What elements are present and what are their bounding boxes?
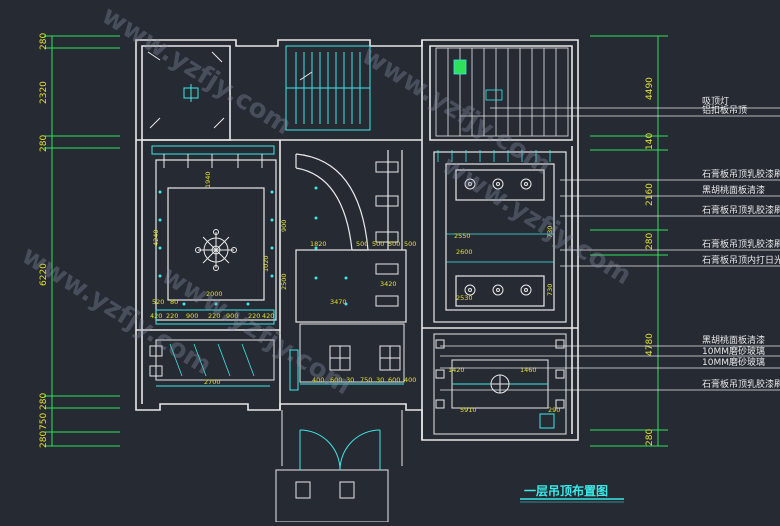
top-left-room [147, 51, 225, 129]
dim-400-a: 400 [312, 376, 324, 384]
dim-1420: 1420 [448, 366, 465, 374]
dining-light-icons [464, 178, 532, 296]
dim-1460: 1460 [520, 366, 537, 374]
dim-420-b: 420 [262, 312, 274, 320]
callout-labels: 吸顶灯 铝扣板吊顶 石膏板吊顶乳胶漆刷 黑胡桃面板清漆 石膏板吊顶乳胶漆刷 石膏… [702, 96, 780, 390]
dim-left-280-b: 280 [39, 135, 49, 152]
dim-4240: 4240 [152, 229, 160, 246]
hall-curved-ceiling [295, 150, 407, 323]
callout-leaders [440, 107, 780, 391]
dim-500-a: 500 [356, 240, 368, 248]
dim-1820: 1820 [310, 240, 327, 248]
ceiling-light-icon-2 [453, 59, 467, 75]
dim-30-a: 30 [346, 376, 354, 384]
right-dimension-labels: 4490 140 2160 280 4780 280 [645, 77, 655, 446]
dim-750: 750 [360, 376, 372, 384]
watermark-text-3: www.yzfjy.com [16, 240, 216, 381]
dim-left-750: 750 [39, 413, 49, 430]
dim-80: 80 [170, 298, 178, 306]
ceiling-light-icon-3 [485, 89, 503, 101]
callout-walnut-1: 黑胡桃面板清漆 [702, 184, 765, 196]
dim-400-b: 400 [404, 376, 416, 384]
right-dimension-chain [590, 35, 668, 447]
callout-gypsum-2: 石膏板吊顶乳胶漆刷 [702, 204, 780, 216]
dim-left-2320: 2320 [39, 81, 49, 104]
dim-left-6220: 6220 [39, 263, 49, 286]
plan-dimension-labels: 1940 4240 1020 2000 520 80 420 220 900 2… [150, 171, 560, 414]
dim-right-280-b: 280 [645, 429, 655, 446]
entrance-steps [275, 410, 403, 523]
dim-220-b: 220 [208, 312, 220, 320]
dim-500-c: 500 [388, 240, 400, 248]
chandelier-icon [195, 229, 237, 271]
outer-walls [135, 39, 579, 441]
living-room-ceiling [149, 145, 277, 387]
callout-gypsum-4: 石膏板吊顶乳胶漆刷 [702, 378, 780, 390]
callout-gypsum-3: 石膏板吊顶乳胶漆刷 [702, 238, 780, 250]
callout-frosted-glass-1: 10MM磨砂玻璃 [702, 345, 765, 357]
dim-2530: 2530 [456, 294, 473, 302]
dim-2550: 2550 [454, 232, 471, 240]
dim-520: 520 [152, 298, 164, 306]
dim-left-280-a: 280 [39, 33, 49, 50]
drawing-title-block: 一层吊顶布置图 [520, 483, 624, 503]
callout-gypsum-1: 石膏板吊顶乳胶漆刷 [702, 168, 780, 180]
dim-left-280-d: 280 [39, 431, 49, 448]
dim-900-b: 900 [226, 312, 238, 320]
callout-gypsum-light: 石膏板吊顶内打日光 [702, 254, 780, 266]
dim-220-a: 220 [166, 312, 178, 320]
dining-ceiling [433, 150, 567, 323]
dim-right-140: 140 [645, 133, 655, 150]
dim-500-b: 500 [372, 240, 384, 248]
dim-730-b: 730 [546, 284, 554, 296]
dim-420: 420 [150, 312, 162, 320]
callout-frosted-glass-2: 10MM磨砂玻璃 [702, 356, 765, 368]
dim-900-a: 900 [186, 312, 198, 320]
dim-1020: 1020 [262, 255, 270, 272]
dim-left-280-c: 280 [39, 393, 49, 410]
dim-1940: 1940 [204, 171, 212, 188]
dim-900-c: 900 [280, 220, 288, 232]
dim-2600: 2600 [456, 248, 473, 256]
dim-220-c: 220 [248, 312, 260, 320]
dim-730-a: 730 [546, 226, 554, 238]
top-right-room-hatch [435, 47, 569, 137]
dim-right-2160: 2160 [645, 183, 655, 206]
entry-doors [299, 429, 381, 471]
watermark: www.yzfjy.com www.yzfjy.com www.yzfjy.co… [16, 0, 636, 401]
dim-600-a: 600 [330, 376, 342, 384]
callout-walnut-2: 黑胡桃面板清漆 [702, 334, 765, 346]
dim-5910: 5910 [460, 406, 477, 414]
dim-right-4780: 4780 [645, 333, 655, 356]
dim-right-280-a: 280 [645, 233, 655, 250]
bottom-right-room [433, 333, 567, 435]
left-dimension-labels: 280 2320 280 6220 280 750 280 [39, 33, 49, 448]
callout-aluminum-ceiling: 铝扣板吊顶 [702, 104, 747, 116]
left-dimension-chain [44, 35, 120, 447]
dim-30-b: 30 [376, 376, 384, 384]
callout-ceiling-light: 吸顶灯 [702, 96, 729, 107]
dim-2000: 2000 [206, 290, 223, 298]
dim-500-d: 500 [404, 240, 416, 248]
staircase [285, 45, 371, 131]
dim-3420: 3420 [380, 280, 397, 288]
dim-3470: 3470 [330, 298, 347, 306]
dim-290: 290 [548, 406, 560, 414]
dim-2500: 2500 [280, 273, 288, 290]
hall-downlights [375, 161, 399, 307]
dim-right-4490: 4490 [645, 77, 655, 100]
dim-2700: 2700 [204, 378, 221, 386]
vestibule [289, 323, 405, 391]
dim-600-b: 600 [388, 376, 400, 384]
watermark-text-1: www.yzfjy.com [96, 0, 296, 141]
drawing-title: 一层吊顶布置图 [524, 483, 608, 498]
